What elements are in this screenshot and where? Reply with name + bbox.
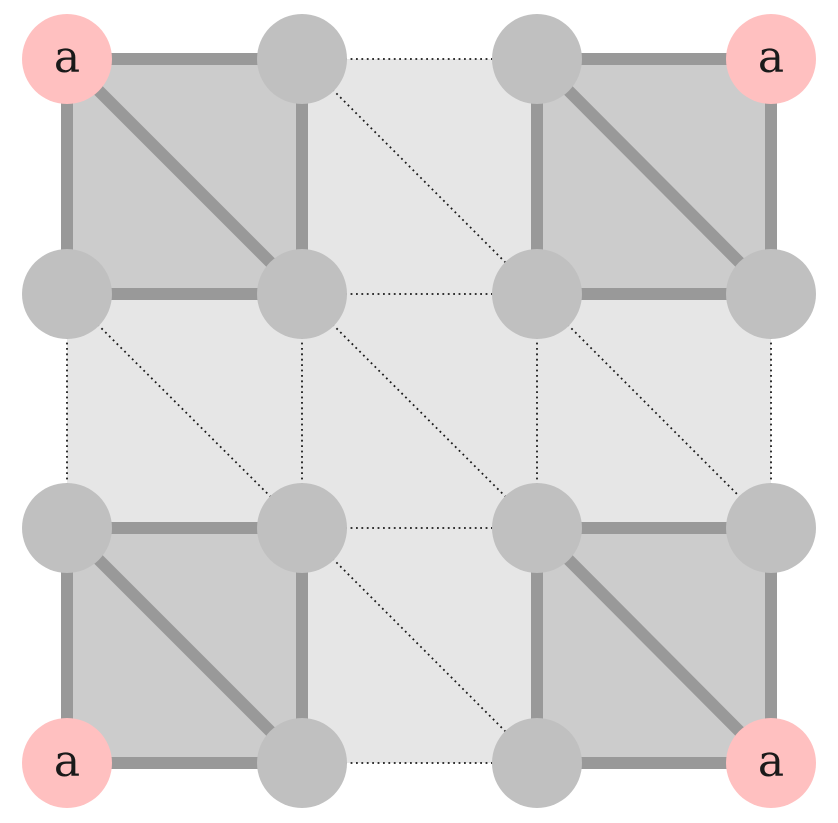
vertex-a-bottom-right [726, 718, 816, 808]
vertex-layer: a a a a [22, 14, 816, 808]
dotted-edge [66, 293, 303, 529]
vertex-a-bottom-right-label: a [758, 736, 784, 787]
vertex-a-top-left [22, 14, 112, 104]
vertex-a-top-right-label: a [758, 32, 784, 83]
thick-edge [532, 54, 776, 299]
vertex [492, 14, 582, 104]
thick-edge [62, 54, 307, 299]
thick-edge [62, 523, 307, 768]
vertex [22, 483, 112, 573]
vertex [492, 483, 582, 573]
vertex [257, 483, 347, 573]
vertex [257, 14, 347, 104]
vertex-a-bottom-left [22, 718, 112, 808]
vertex-a-top-right [726, 14, 816, 104]
dotted-edge [301, 293, 538, 529]
thick-edge [532, 523, 776, 768]
vertex [22, 249, 112, 339]
vertex [257, 249, 347, 339]
vertex [726, 249, 816, 339]
vertex [726, 483, 816, 573]
vertex-a-bottom-left-label: a [54, 736, 80, 787]
vertex [492, 249, 582, 339]
dotted-edge [536, 293, 772, 529]
dotted-edge [301, 58, 538, 295]
vertex-a-top-left-label: a [54, 32, 80, 83]
vertex [492, 718, 582, 808]
vertex [257, 718, 347, 808]
dotted-edge [301, 527, 538, 764]
